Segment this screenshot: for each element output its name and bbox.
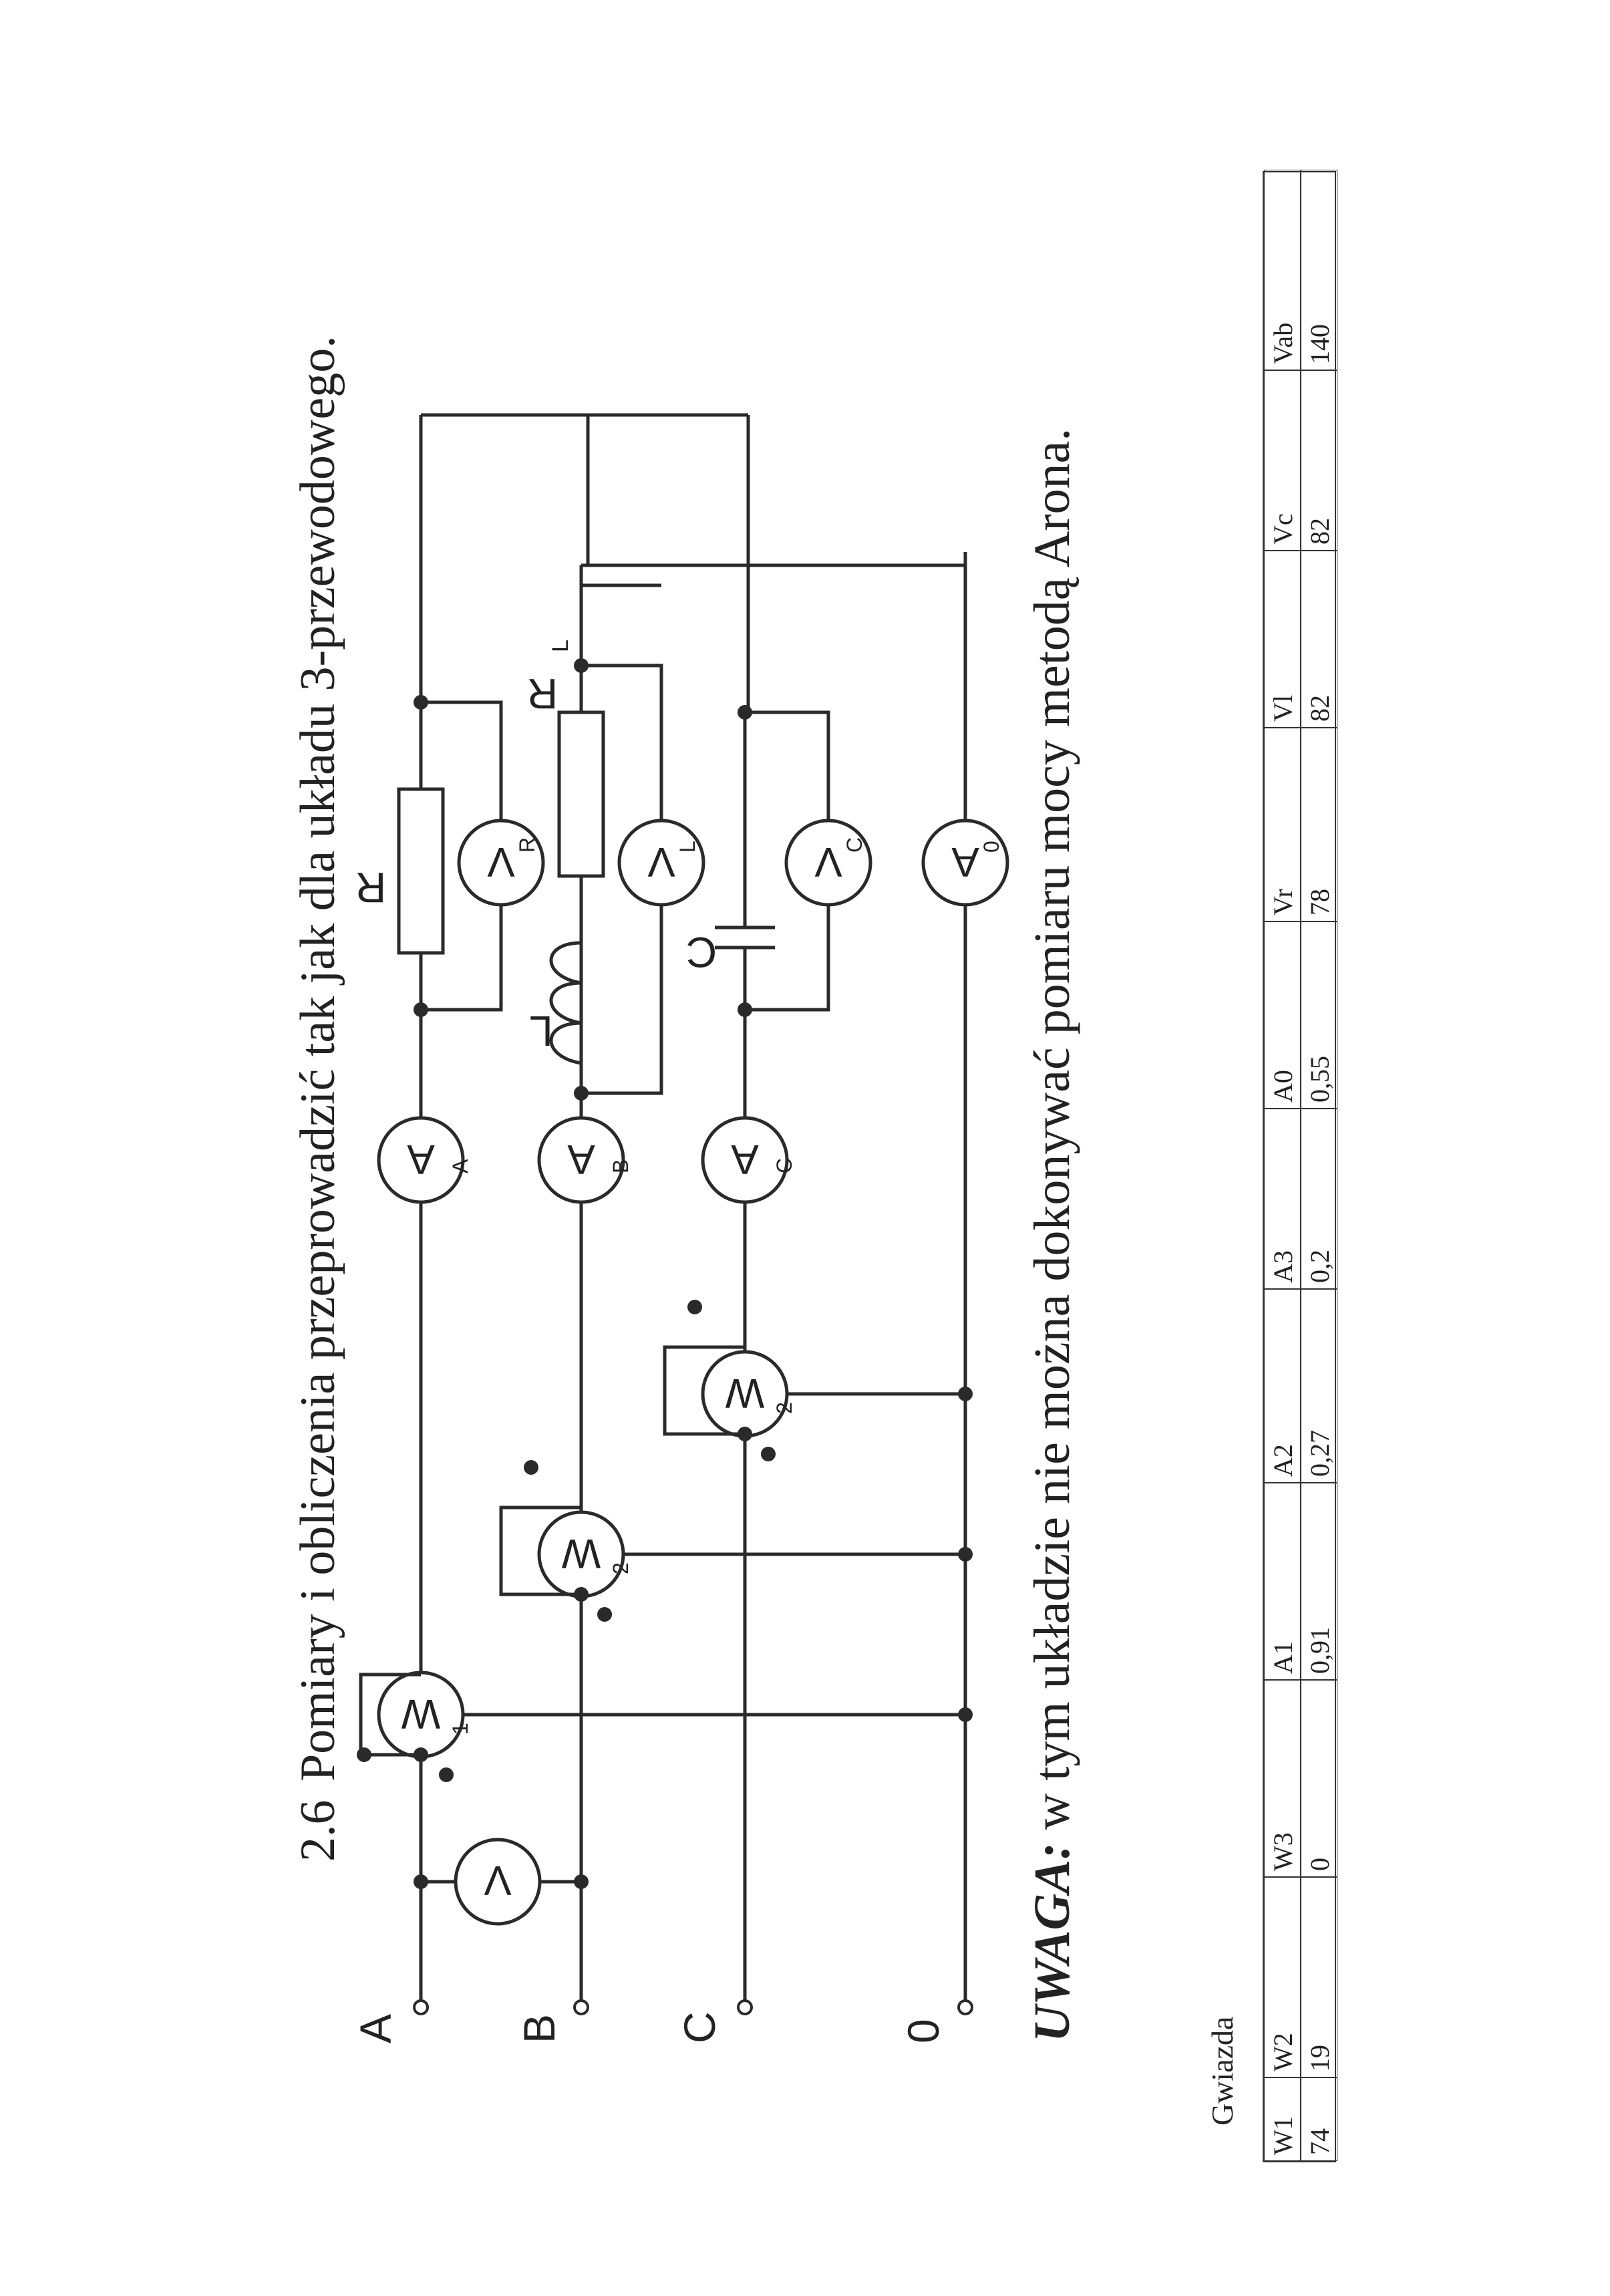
table-header-7: Vr xyxy=(1264,728,1301,921)
line-label-b: B xyxy=(514,2014,564,2043)
table-value-0: 74 xyxy=(1301,2077,1337,2161)
note-text: w tym układzie nie można dokonywać pomia… xyxy=(1024,428,1080,1843)
table-header-1: W2 xyxy=(1264,1877,1301,2077)
wattmeter-w2-current-loop xyxy=(499,1505,581,1596)
ammeter-ac-label: A xyxy=(731,1136,759,1182)
voltmeter-vl-label: V xyxy=(647,839,675,885)
table-header-3: A1 xyxy=(1264,1483,1301,1680)
wattmeter-w1-sub: 1 xyxy=(448,1723,472,1735)
ammeter-aa xyxy=(377,1116,465,1204)
wire-vr-left xyxy=(421,905,503,1012)
capacitor-c xyxy=(715,925,775,950)
wattmeter-w2-label: W xyxy=(561,1530,601,1576)
inductor-l-label: L xyxy=(529,1007,553,1055)
table-value-4: 0,27 xyxy=(1301,1289,1337,1483)
wattmeter-w1-label: W xyxy=(401,1691,440,1737)
voltmeter-vl-sub: L xyxy=(675,841,699,853)
table-value-7: 78 xyxy=(1301,728,1337,921)
terminal-a xyxy=(413,1999,429,2015)
table-header-6: A0 xyxy=(1264,921,1301,1109)
ammeter-ab xyxy=(537,1116,625,1204)
resistor-rl xyxy=(557,710,605,878)
voltmeter-vr-label: V xyxy=(487,839,515,885)
table-value-1: 19 xyxy=(1301,1877,1337,2077)
table-value-5: 0,2 xyxy=(1301,1109,1337,1289)
ammeter-ab-sub: B xyxy=(609,1159,633,1173)
line-label-c: C xyxy=(675,2011,724,2043)
resistor-r-label: R xyxy=(355,863,386,911)
note: UWAGA: w tym układzie nie można dokonywa… xyxy=(1024,428,1080,2042)
voltmeter-vr xyxy=(457,819,545,907)
wire-vc-right xyxy=(745,710,830,821)
wire-vl-right xyxy=(581,664,663,821)
table-caption: Gwiazda xyxy=(1205,2017,1239,2126)
heading-number: 2.6 xyxy=(291,1800,345,1862)
resistor-rl-sub: L xyxy=(548,639,573,652)
table-header-0: W1 xyxy=(1264,2077,1301,2161)
voltmeter-v-label: V xyxy=(484,1857,512,1903)
ammeter-a0 xyxy=(921,819,1009,907)
capacitor-c-label: C xyxy=(686,928,717,976)
table-header-10: Vab xyxy=(1264,170,1301,370)
wattmeter-w3-current-loop xyxy=(663,1345,745,1436)
voltmeter-vc-sub: C xyxy=(842,837,866,853)
wire-vr-right xyxy=(421,700,503,821)
wattmeter-w3-label: W xyxy=(725,1370,764,1416)
ammeter-a0-sub: 0 xyxy=(979,841,1003,853)
voltmeter-v xyxy=(454,1838,542,1926)
table-value-8: 82 xyxy=(1301,551,1337,728)
table-value-3: 0,91 xyxy=(1301,1483,1337,1680)
table-header-9: Vc xyxy=(1264,370,1301,551)
resistor-rl-label: R xyxy=(527,670,558,718)
table-header-5: A3 xyxy=(1264,1109,1301,1289)
heading-title: Pomiary i obliczenia przeprowadzić tak j… xyxy=(291,335,345,1781)
terminal-0 xyxy=(957,1999,973,2015)
voltmeter-vl xyxy=(617,819,705,907)
voltmeter-vc-label: V xyxy=(814,839,842,885)
table-value-6: 0,55 xyxy=(1301,921,1337,1109)
wattmeter-w3-sub: 2 xyxy=(772,1402,796,1414)
wire-vl-left xyxy=(581,905,663,1095)
note-label: UWAGA: xyxy=(1024,1843,1080,2042)
wattmeter-w2-sub: 2 xyxy=(609,1562,633,1574)
inductor-l xyxy=(549,941,582,1065)
line-label-a: A xyxy=(351,2014,400,2043)
voltmeter-vc xyxy=(784,819,872,907)
ammeter-aa-sub: A xyxy=(448,1159,472,1173)
wire-vc-left xyxy=(745,905,830,1012)
data-table: W1 W2 W3 A1 A2 A3 A0 Vr Vl Vc Vab 74 19 … xyxy=(1263,170,1337,2162)
terminal-b xyxy=(573,1999,589,2015)
table-header-4: A2 xyxy=(1264,1289,1301,1483)
ammeter-ab-label: A xyxy=(567,1136,595,1182)
voltmeter-vr-sub: R xyxy=(515,837,539,853)
table-value-10: 140 xyxy=(1301,170,1337,370)
line-label-0: 0 xyxy=(899,2019,948,2043)
wattmeter-w1-current-loop xyxy=(359,1673,421,1757)
ammeter-ac xyxy=(701,1116,789,1204)
table-header-8: Vl xyxy=(1264,551,1301,728)
ammeter-aa-label: A xyxy=(407,1136,435,1182)
ammeter-a0-label: A xyxy=(951,839,979,885)
table-value-9: 82 xyxy=(1301,370,1337,551)
terminal-c xyxy=(737,1999,753,2015)
resistor-r xyxy=(397,787,445,955)
ammeter-ac-sub: C xyxy=(772,1158,796,1173)
table-header-2: W3 xyxy=(1264,1680,1301,1877)
table-value-2: 0 xyxy=(1301,1680,1337,1877)
